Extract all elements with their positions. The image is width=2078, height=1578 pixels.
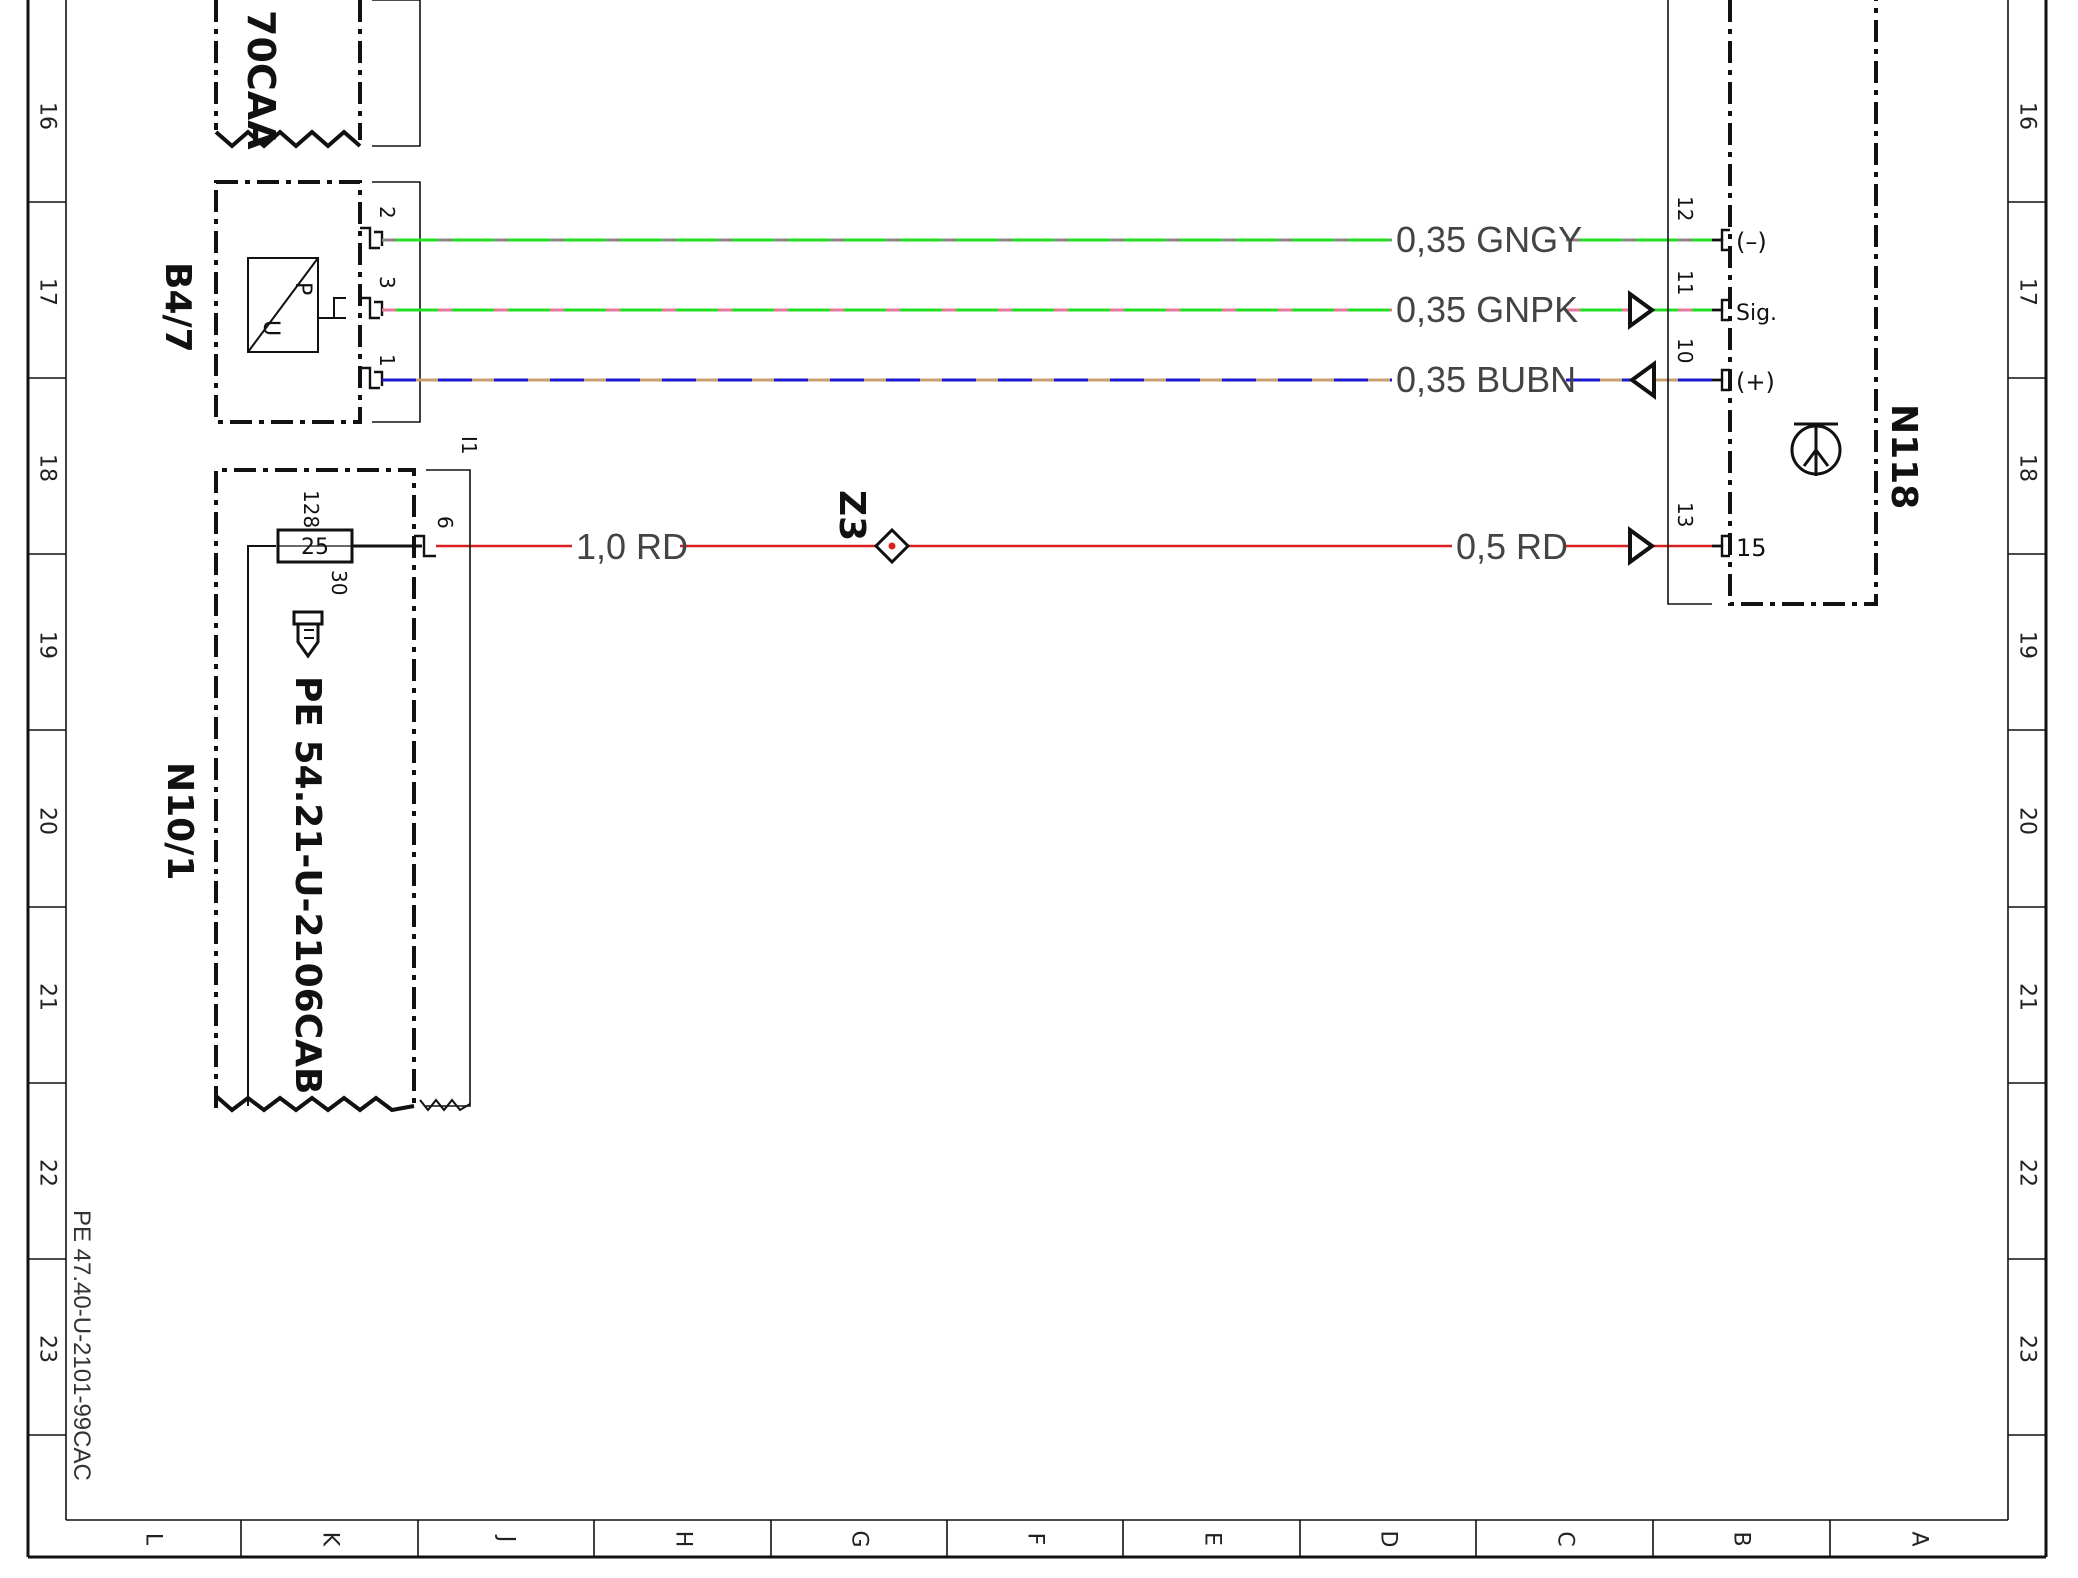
row-number: 18 (35, 454, 60, 482)
module-connector-outline (1667, 0, 1712, 605)
row-number: 17 (35, 278, 60, 306)
sensor-b4-7: P U (214, 180, 421, 424)
column-letter: E (1200, 1532, 1225, 1546)
module-pin-number: 11 (1673, 270, 1697, 295)
sensor-label: B4/7 (157, 262, 198, 353)
module-pin-function: 15 (1736, 534, 1767, 562)
transistor-icon (1790, 422, 1842, 476)
sensor-pin-number: 3 (375, 276, 399, 289)
module-pin-functions: (–) Sig. (+) 15 (1736, 228, 1777, 562)
column-letter: C (1553, 1531, 1578, 1546)
wire-label-bubn: 0,35 BUBN (1396, 359, 1576, 400)
signal-arrows (1628, 290, 1656, 566)
sensor-connector-outline (372, 181, 421, 423)
column-letter: H (671, 1531, 696, 1548)
row-number: 23 (2015, 1335, 2040, 1363)
module-pin-number: 12 (1673, 196, 1697, 221)
row-number: 20 (35, 807, 60, 835)
module-pin-numbers: 12 11 10 13 (1673, 196, 1697, 527)
fuse-box-reference[interactable]: PE 54.21-U-2106CAB (287, 676, 328, 1094)
fuse-box-connector-outline (426, 469, 471, 1107)
sensor-pins (360, 226, 384, 390)
wire-label-rd-right: 0,5 RD (1456, 526, 1568, 567)
row-number: 16 (35, 102, 60, 130)
column-letter: A (1907, 1531, 1932, 1546)
pressure-transducer-symbol (247, 257, 319, 353)
module-pins (1712, 228, 1730, 558)
arrow-right-icon (1628, 526, 1656, 566)
connector-torn-edge (419, 1098, 471, 1112)
column-letter: F (1023, 1533, 1048, 1546)
sensor-pin-numbers: 2 3 1 (375, 206, 399, 367)
sheet-code: PE 47.40-U-2101-99CAC (68, 1210, 95, 1481)
row-numbers-left: 16 17 18 19 20 21 22 23 (35, 102, 60, 1363)
row-number: 17 (2015, 278, 2040, 306)
module-pin-number: 10 (1673, 338, 1697, 363)
row-number: 20 (2015, 807, 2040, 835)
symbol-voltage: U (258, 320, 283, 336)
fuse-box-output-pin-number: 6 (433, 516, 457, 529)
row-number: 19 (2015, 631, 2040, 659)
fuse-box-output-pin (414, 534, 436, 558)
fuse-box-n10-1: 25 (214, 468, 471, 1113)
top-fragment-label: 70CAA (239, 10, 283, 150)
column-letter: K (318, 1532, 343, 1547)
splice-z3[interactable] (873, 527, 911, 565)
symbol-pressure: P (290, 282, 315, 295)
row-numbers-right: 16 17 18 19 20 21 22 23 (2015, 102, 2040, 1363)
column-letter: L (141, 1533, 166, 1546)
row-number: 22 (2015, 1159, 2040, 1187)
row-number: 23 (35, 1335, 60, 1363)
column-ticks (240, 1520, 1831, 1557)
row-number: 21 (2015, 983, 2040, 1011)
row-number: 21 (35, 983, 60, 1011)
fuse-box-label: N10/1 (159, 762, 200, 880)
reference-arrow-icon (292, 610, 324, 659)
column-letter: B (1729, 1531, 1754, 1546)
row-ticks (28, 201, 2046, 1436)
wire-label-rd-left: 1,0 RD (576, 526, 688, 567)
arrow-right-icon (1628, 290, 1656, 330)
module-dashed-housing (1728, 0, 1878, 606)
splice-label: Z3 (831, 490, 872, 541)
row-number: 19 (35, 631, 60, 659)
column-letters: L K J H G F E D C B A (141, 1530, 1932, 1547)
module-pin-number: 13 (1673, 502, 1697, 527)
top-fragment-box (214, 0, 421, 149)
drawing-frame (26, 0, 2048, 1559)
row-number: 18 (2015, 454, 2040, 482)
fuse-box-torn-edge (214, 1094, 415, 1113)
inner-frame (65, 0, 2009, 1521)
fuse-pin-in: 128 (299, 490, 323, 528)
column-letter: D (1376, 1531, 1401, 1548)
fuse-box-inner-line (247, 545, 276, 1106)
wire-label-gngy: 0,35 GNGY (1396, 219, 1582, 260)
fuse-value: 25 (301, 535, 329, 560)
sensor-pin-number: 1 (375, 354, 399, 367)
fuse-box-dashed-housing (214, 468, 416, 1108)
row-number: 16 (2015, 102, 2040, 130)
arrow-left-icon (1628, 360, 1656, 400)
column-letter: J (494, 1534, 519, 1543)
module-label: N118 (1883, 404, 1924, 509)
column-letter: G (847, 1530, 872, 1547)
wire-label-gnpk: 0,35 GNPK (1396, 289, 1578, 330)
sensor-pin-number: 2 (375, 206, 399, 219)
module-pin-function: Sig. (1736, 301, 1777, 326)
row-number: 22 (35, 1159, 60, 1187)
module-pin-function: (–) (1736, 228, 1767, 256)
sensor-signal-symbol (318, 297, 346, 319)
fuse-pin-out: 30 (327, 570, 351, 595)
connector-tag: I1 (457, 436, 481, 455)
module-n118 (1667, 0, 1878, 606)
sensor-dashed-housing (214, 180, 362, 424)
pressure-transducer-diagonal (247, 257, 319, 353)
module-pin-function: (+) (1736, 368, 1775, 396)
